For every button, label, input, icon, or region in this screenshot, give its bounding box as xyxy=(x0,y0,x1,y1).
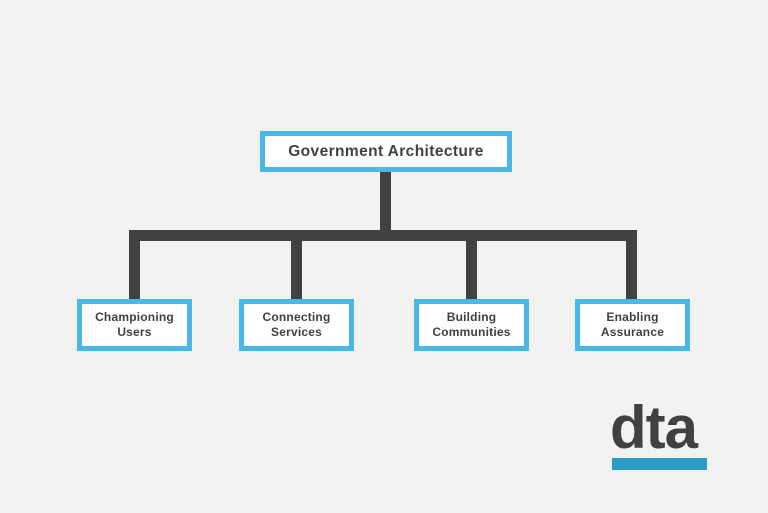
connector-drop-enabling-assurance xyxy=(626,240,637,300)
connector-drop-building-communities xyxy=(466,240,477,300)
child-node-connecting-services: Connecting Services xyxy=(239,299,354,351)
dta-logo: dta xyxy=(610,394,720,470)
child-node-championing-users: Championing Users xyxy=(77,299,192,351)
root-node-government-architecture: Government Architecture xyxy=(260,131,512,172)
child-node-label: Championing Users xyxy=(95,310,174,339)
root-node-label: Government Architecture xyxy=(288,142,484,160)
child-node-label: Enabling Assurance xyxy=(600,310,665,339)
dta-logo-underline xyxy=(612,458,707,470)
connector-drop-championing-users xyxy=(129,240,140,300)
child-node-label: Building Communities xyxy=(432,310,511,339)
connector-drop-connecting-services xyxy=(291,240,302,300)
dta-logo-text: dta xyxy=(610,394,698,461)
child-node-building-communities: Building Communities xyxy=(414,299,529,351)
connector-horizontal-bar xyxy=(129,230,637,241)
child-node-label: Connecting Services xyxy=(262,310,331,339)
child-node-enabling-assurance: Enabling Assurance xyxy=(575,299,690,351)
connector-trunk xyxy=(380,172,391,231)
